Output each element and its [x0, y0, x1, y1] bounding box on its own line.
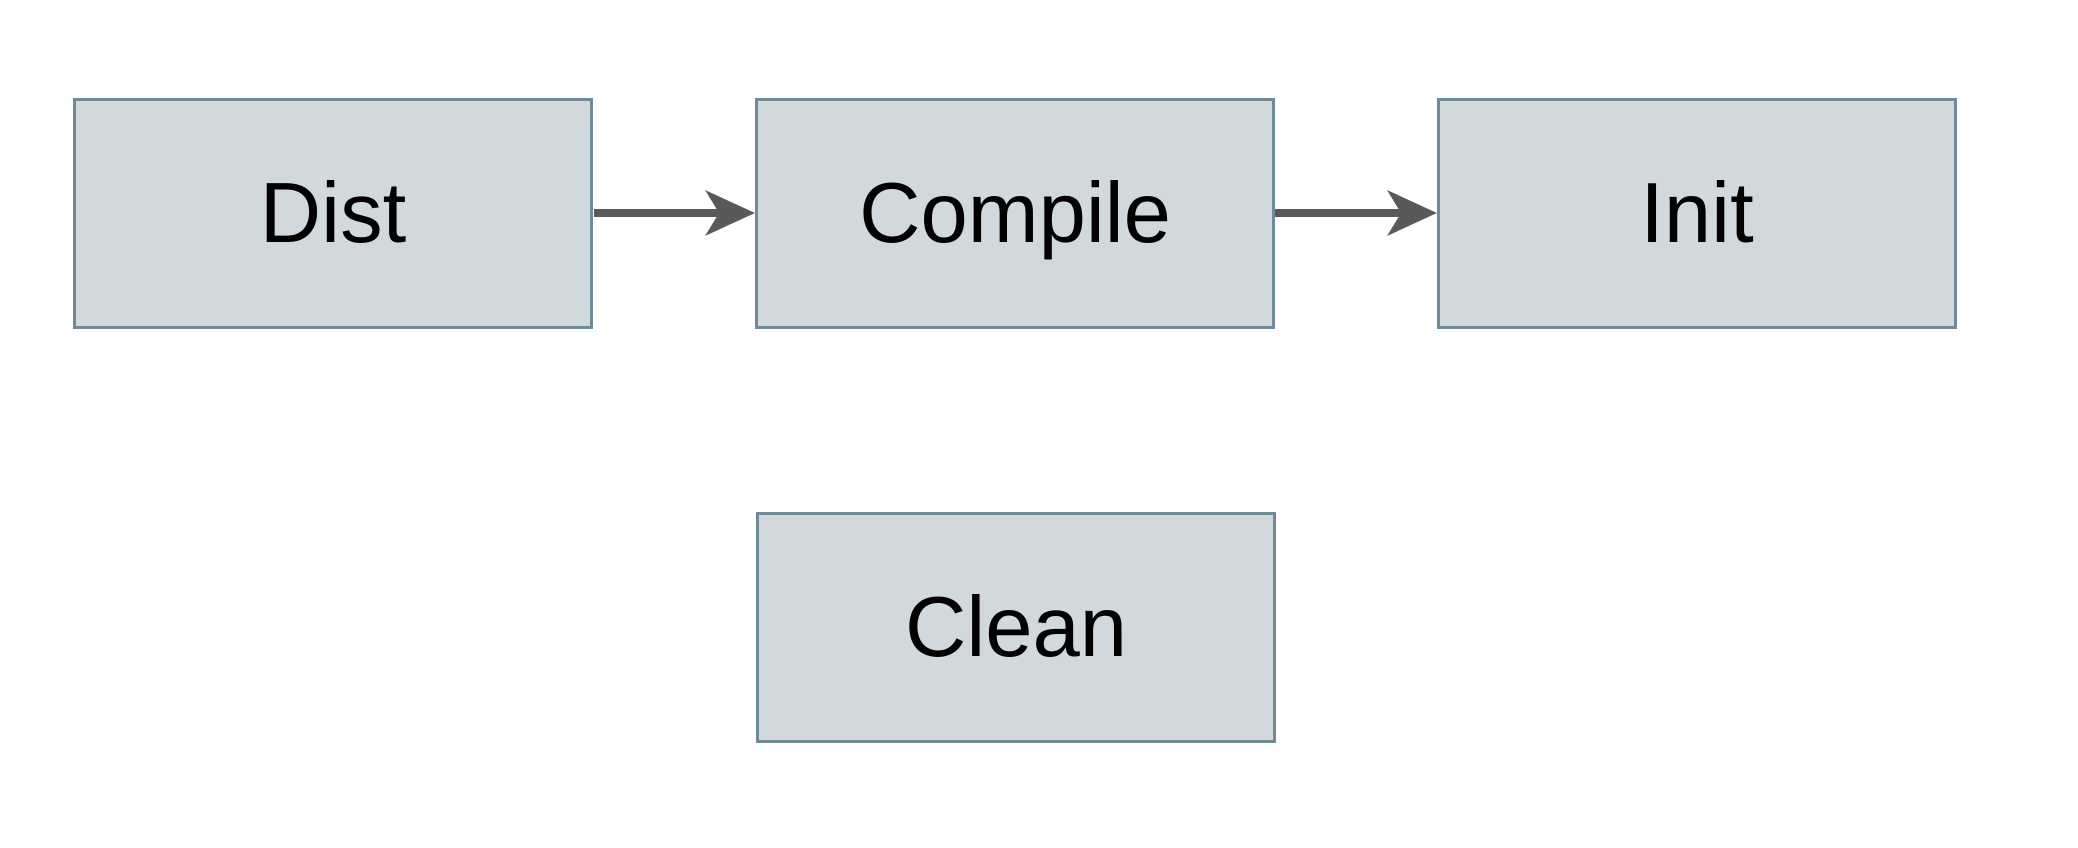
arrowhead-icon — [1387, 190, 1437, 236]
node-init: Init — [1437, 98, 1957, 329]
node-clean: Clean — [756, 512, 1276, 743]
arrow-compile-to-init — [1275, 190, 1437, 236]
arrowhead-icon — [705, 190, 755, 236]
node-clean-label: Clean — [904, 580, 1128, 675]
node-compile-label: Compile — [859, 166, 1171, 261]
arrow-dist-to-compile — [594, 190, 755, 236]
node-init-label: Init — [1640, 166, 1754, 261]
node-dist-label: Dist — [259, 166, 407, 261]
node-dist: Dist — [73, 98, 593, 329]
node-compile: Compile — [755, 98, 1275, 329]
